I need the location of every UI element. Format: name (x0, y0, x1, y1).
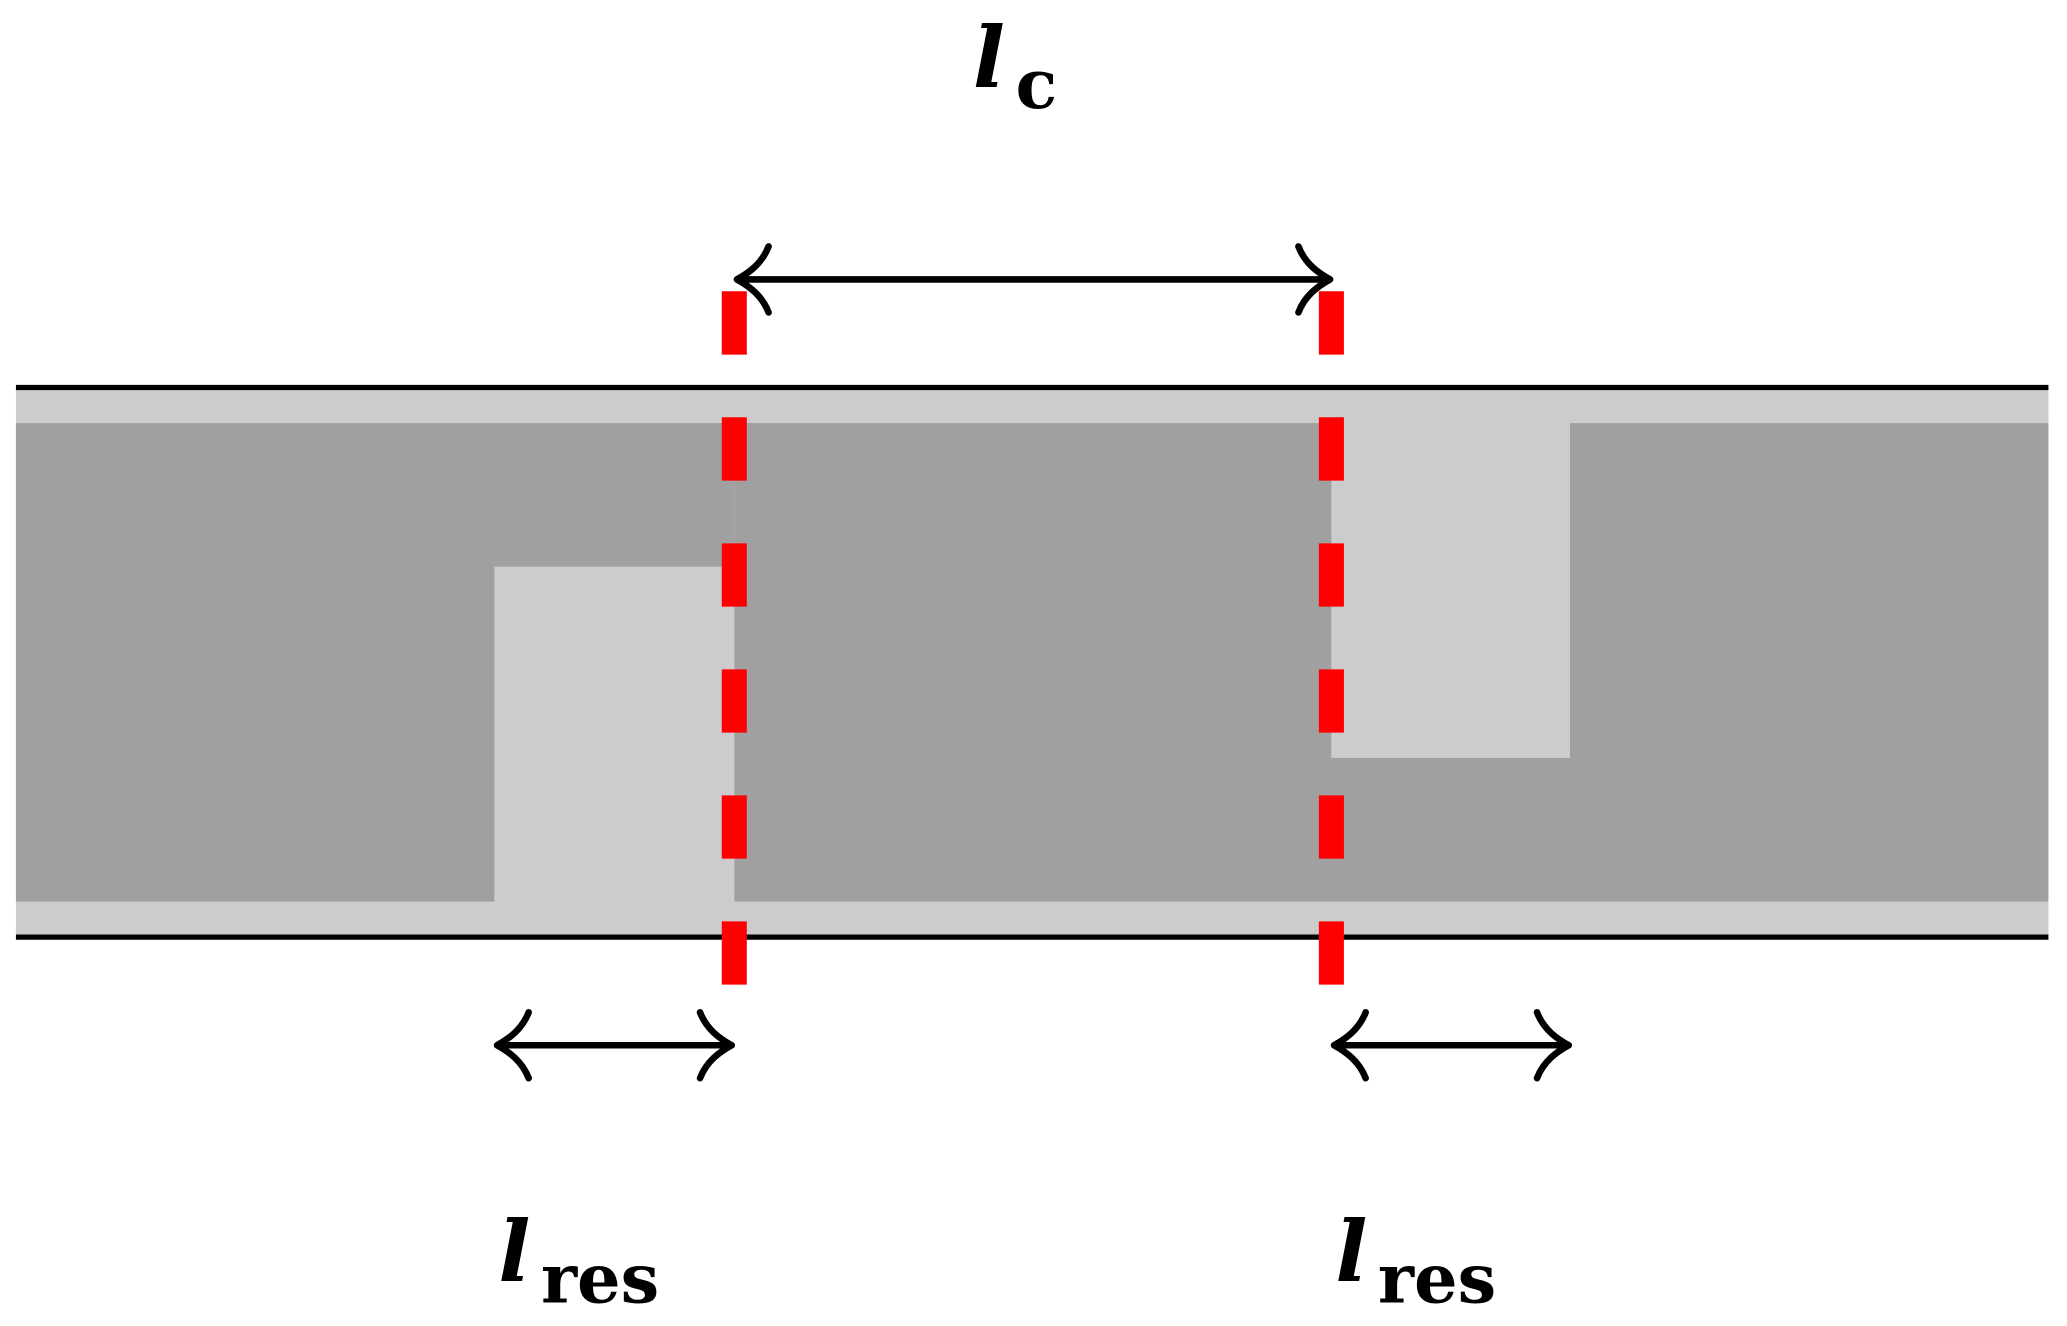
segment-left (15, 423, 495, 902)
lc-arrow (733, 243, 1334, 316)
lres-right-arrow (1330, 1008, 1572, 1082)
lres-right-subscript: res (1378, 1239, 1496, 1319)
segment-right-reservoir-dark (1331, 757, 1570, 902)
segment-left-reservoir-light (494, 566, 735, 935)
segment-left-reservoir-dark (494, 423, 735, 567)
lc-subscript: c (1015, 45, 1057, 125)
lc-symbol: l (973, 8, 1005, 107)
lres-left-symbol: l (498, 1202, 530, 1301)
lres-left-subscript: res (541, 1239, 659, 1319)
lres-left-arrow (493, 1008, 735, 1082)
lres-right-symbol: l (1335, 1202, 1367, 1301)
segment-right (1569, 423, 2049, 902)
segment-center (734, 423, 1332, 902)
segment-right-reservoir-light (1331, 388, 1570, 758)
